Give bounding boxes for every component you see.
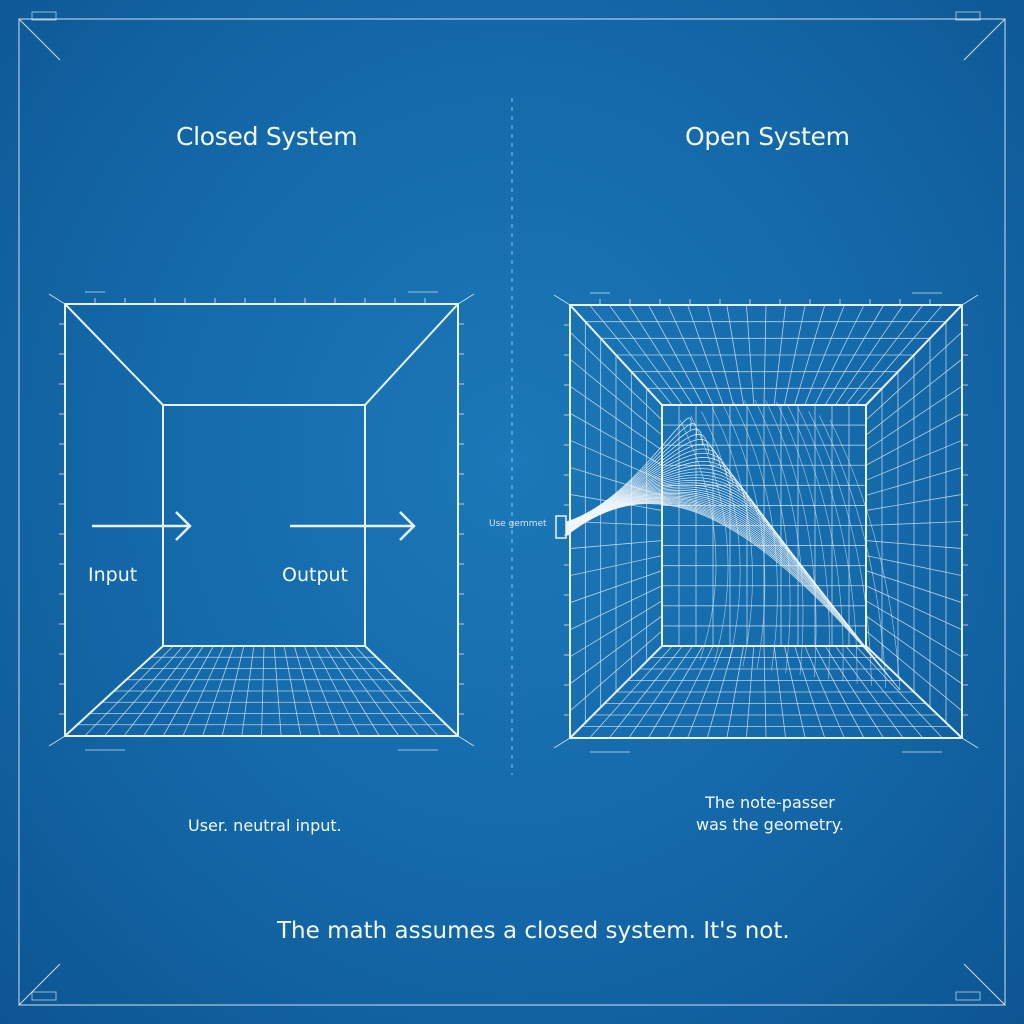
surface-contour bbox=[565, 417, 692, 523]
open-corner-marks bbox=[553, 292, 979, 753]
output-label: Output bbox=[282, 564, 348, 586]
open-left-wall-grid bbox=[569, 321, 663, 723]
surface-contour bbox=[565, 499, 864, 645]
open-ruler-ticks bbox=[564, 299, 968, 716]
frame-label-tag-1 bbox=[955, 11, 981, 21]
surface-cross-contour bbox=[786, 404, 844, 682]
frame-border bbox=[18, 18, 1006, 1006]
closed-system-title: Closed System bbox=[176, 122, 358, 151]
side-label: Use gemmet bbox=[489, 519, 547, 529]
open-system-title: Open System bbox=[685, 122, 850, 151]
surface-cross-contour bbox=[776, 401, 830, 680]
surface-cross-contour bbox=[743, 400, 791, 673]
closed-ruler-ticks bbox=[59, 298, 464, 715]
frame-label-tag-0 bbox=[31, 11, 57, 21]
footer-statement: The math assumes a closed system. It's n… bbox=[277, 918, 790, 944]
surface-cross-contour bbox=[808, 411, 872, 686]
surface-contour bbox=[565, 503, 901, 691]
surface-cross-contour bbox=[818, 415, 887, 688]
open-right-wall-grid bbox=[865, 321, 963, 723]
closed-edges bbox=[64, 303, 459, 737]
closed-floor-grid bbox=[77, 645, 447, 737]
surface-cross-contour bbox=[754, 399, 804, 676]
surface-contour bbox=[565, 501, 882, 668]
surface-cross-contour bbox=[829, 419, 901, 691]
surface-cross-contour bbox=[765, 400, 817, 678]
surface-cross-contour bbox=[679, 419, 717, 661]
closed-system-caption: User. neutral input. bbox=[188, 816, 342, 835]
flow-arrows bbox=[92, 511, 416, 541]
frame-label-tag-2 bbox=[31, 991, 57, 1001]
frame-corner-mark-3 bbox=[963, 963, 1006, 1006]
surface-cross-contour bbox=[733, 401, 778, 671]
frame-corner-mark-2 bbox=[18, 963, 61, 1006]
output-arrow bbox=[290, 511, 416, 541]
open-system-caption-line-1: The note-passer bbox=[705, 793, 835, 812]
open-system-caption-line-2: was the geometry. bbox=[696, 815, 844, 834]
open-ceiling-grid bbox=[585, 304, 946, 406]
frame-corner-mark-0 bbox=[18, 18, 61, 61]
open-floor-grid bbox=[581, 645, 950, 739]
blueprint-frame bbox=[18, 11, 1006, 1006]
surface-cross-contour bbox=[797, 407, 858, 684]
surface-cross-contour bbox=[690, 415, 729, 663]
closed-system-box bbox=[48, 291, 475, 751]
frame-corner-mark-1 bbox=[963, 18, 1006, 61]
warped-surface bbox=[555, 399, 901, 691]
frame-label-tag-3 bbox=[955, 991, 981, 1001]
surface-cross-contour bbox=[711, 407, 753, 667]
surface-contour bbox=[565, 486, 802, 568]
input-arrow bbox=[92, 511, 192, 541]
closed-corner-marks bbox=[48, 291, 475, 751]
input-label: Input bbox=[88, 564, 138, 586]
surface-cross-contour bbox=[701, 411, 741, 665]
side-port bbox=[555, 515, 567, 539]
open-system-caption: The note-passer was the geometry. bbox=[690, 792, 850, 836]
surface-cross-contour bbox=[722, 404, 766, 669]
